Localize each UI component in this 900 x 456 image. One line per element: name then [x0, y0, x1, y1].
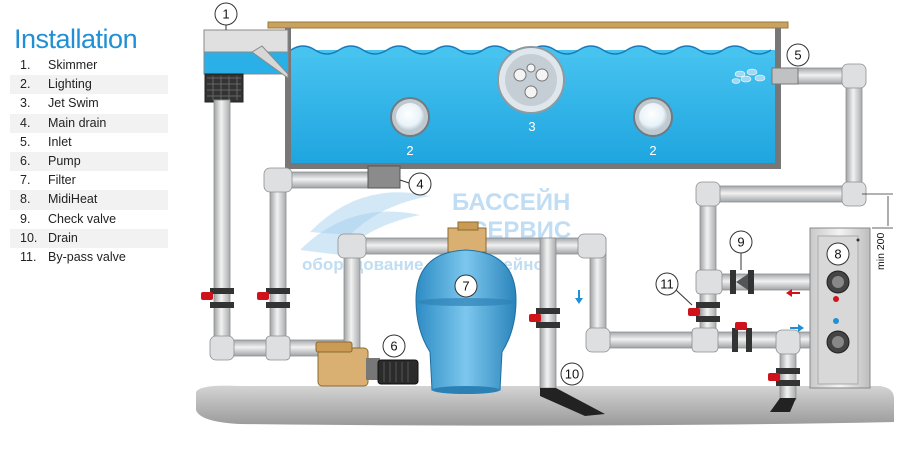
heater-drain-outlet — [770, 398, 796, 412]
legend-item-number: 5. — [20, 134, 31, 149]
legend-item-label: Pump — [48, 153, 81, 168]
valve-heater-drain — [768, 368, 800, 386]
legend-item: 11. By-pass valve — [10, 247, 168, 268]
legend-item-number: 9. — [20, 211, 31, 226]
dimension-label: min 200 — [875, 232, 887, 270]
jet-swim — [497, 46, 565, 114]
legend-item-number: 2. — [20, 77, 31, 92]
legend-item-label: Lighting — [48, 77, 92, 92]
legend-item-number: 4. — [20, 115, 31, 130]
callout-filter: 7 — [454, 274, 478, 298]
callout-midiheat: 8 — [826, 242, 850, 266]
valve-main-drain — [257, 288, 290, 308]
legend-item-number: 11. — [20, 249, 37, 264]
pump — [315, 341, 419, 387]
legend-title: Installation — [14, 24, 138, 54]
legend-item: 4. Main drain — [10, 113, 168, 133]
callout-bypass-valve: 11 — [655, 272, 693, 306]
legend-list: 1. Skimmer 2. Lighting 3. Jet Swim 4. Main drai… — [10, 56, 168, 268]
flow-arrows — [575, 289, 804, 332]
callout-check-valve: 9 — [729, 230, 753, 270]
svg-text:8: 8 — [834, 247, 841, 262]
legend-item-number: 1. — [20, 58, 31, 72]
check-valve — [730, 270, 754, 294]
legend-item-label: MidiHeat — [48, 192, 98, 207]
legend-item-label: Check valve — [48, 211, 117, 226]
legend-item: 9. Check valve — [10, 209, 168, 229]
valve-bypass — [688, 302, 720, 322]
light-left — [390, 97, 430, 137]
legend-item: 3. Jet Swim — [10, 94, 168, 114]
legend-item: 7. Filter — [10, 171, 168, 191]
pool-deck — [267, 21, 789, 29]
jet-swim-number: 3 — [528, 119, 535, 134]
skimmer — [203, 29, 289, 103]
legend-item: 8. MidiHeat — [10, 190, 168, 210]
legend-item-number: 3. — [20, 96, 31, 111]
callout-pump: 6 — [382, 334, 406, 358]
legend-item: 5. Inlet — [10, 132, 168, 152]
lighting-right-number: 2 — [649, 143, 656, 158]
inlet-bubbles — [731, 68, 766, 84]
svg-text:6: 6 — [390, 339, 397, 354]
legend-item-label: Inlet — [48, 134, 72, 149]
callouts: 1 5 4 6 7 8 9 10 — [214, 2, 850, 386]
watermark-line1: БАССЕЙН — [452, 188, 570, 216]
callout-skimmer: 1 — [214, 2, 238, 30]
drain-outlet — [540, 388, 605, 416]
svg-text:11: 11 — [660, 277, 674, 292]
dimension: min 200 — [862, 193, 893, 270]
callout-drain: 10 — [560, 362, 584, 386]
legend-item: 2. Lighting — [10, 75, 168, 95]
pipe-elbows — [209, 63, 867, 361]
svg-text:10: 10 — [565, 367, 579, 382]
legend-item-label: Filter — [48, 173, 76, 188]
legend-item: 6. Pump — [10, 151, 168, 172]
legend-item-number: 10. — [20, 230, 38, 245]
svg-text:4: 4 — [416, 177, 423, 192]
legend-item-label: Main drain — [48, 115, 107, 130]
legend-item-label: By-pass valve — [48, 249, 126, 264]
legend-item-number: 7. — [20, 173, 31, 188]
legend-item-label: Drain — [48, 230, 78, 245]
svg-text:1: 1 — [222, 7, 229, 22]
valves — [201, 270, 800, 386]
light-right — [633, 97, 673, 137]
svg-text:7: 7 — [462, 279, 469, 294]
valve-drain — [529, 308, 560, 328]
legend-item-label: Skimmer — [48, 58, 98, 72]
lighting-left-number: 2 — [406, 143, 413, 158]
legend-item: 1. Skimmer — [10, 56, 168, 76]
legend-item-label: Jet Swim — [48, 96, 99, 111]
ground — [196, 385, 894, 426]
inlet-fitting — [771, 67, 799, 85]
svg-text:9: 9 — [737, 235, 744, 250]
svg-text:5: 5 — [794, 48, 801, 63]
valve-skimmer — [201, 288, 234, 308]
legend-item-number: 8. — [20, 192, 31, 207]
legend-item: 10. Drain — [10, 228, 168, 248]
valve-heater-in — [732, 322, 752, 352]
legend-item-number: 6. — [20, 153, 31, 168]
callout-main-drain: 4 — [399, 172, 432, 196]
filter — [415, 221, 517, 394]
callout-inlet: 5 — [786, 43, 810, 67]
main-drain — [367, 165, 401, 189]
